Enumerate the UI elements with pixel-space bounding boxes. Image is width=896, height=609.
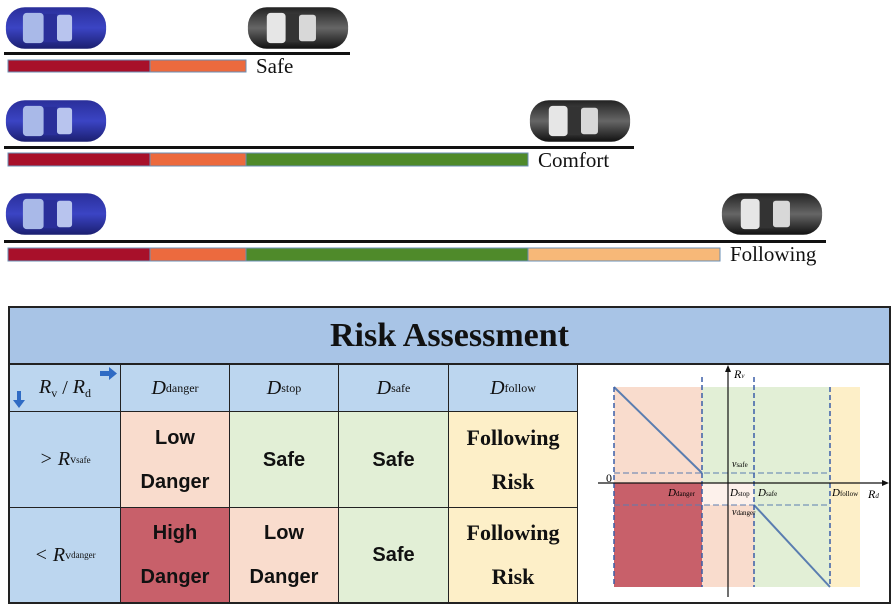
arrow-down-icon: [13, 391, 25, 408]
lead-car-icon: [247, 7, 349, 49]
danger-segment: [7, 59, 151, 73]
road-line: [4, 240, 826, 243]
danger-segment: [7, 152, 151, 167]
lane-label-following: Following: [730, 242, 817, 266]
lane-label-safe: Safe: [256, 54, 294, 78]
road-line: [4, 52, 350, 55]
corner-cell: Rv / Rd: [10, 365, 121, 412]
x-axis-label: Rd: [868, 487, 879, 501]
d-stop-label: Dstop: [730, 487, 750, 499]
cell-safe: Safe: [230, 412, 339, 508]
d-safe-label: Dsafe: [758, 487, 778, 499]
ego-car-icon: [5, 193, 107, 235]
corner-slash: /: [57, 376, 73, 399]
d-follow-label: Dfollow: [832, 487, 859, 499]
lane-safe: [4, 7, 350, 73]
d-danger-label: Ddanger: [668, 487, 695, 499]
safe-segment: [245, 247, 529, 262]
lane-label-comfort: Comfort: [538, 148, 610, 172]
corner-rd: Rd: [72, 375, 91, 400]
follow-segment: [527, 247, 721, 262]
region-high-danger: [614, 483, 702, 587]
diagonal-lower: [753, 504, 831, 588]
lane-comfort: [4, 100, 634, 167]
stop-segment: [149, 59, 247, 73]
region-follow: [830, 387, 860, 587]
origin-label: 0: [606, 471, 612, 485]
v-safe-label: vsafe: [732, 459, 748, 470]
lead-car-icon: [721, 193, 823, 235]
x-axis-arrow-icon: [882, 480, 889, 486]
table-title: Risk Assessment: [10, 308, 889, 365]
region-safe-bottom: [754, 483, 830, 587]
lanes-illustration: [4, 7, 826, 262]
lead-car-icon: [529, 100, 631, 142]
region-low-danger-top: [614, 387, 702, 483]
diagonal-upper: [613, 386, 703, 474]
ego-car-icon: [5, 7, 107, 49]
region-safe-top: [702, 387, 830, 483]
stop-segment: [149, 247, 247, 262]
stop-segment: [149, 152, 247, 167]
v-danger-label: vdanger: [732, 507, 756, 518]
cell-safe: Safe: [339, 412, 449, 508]
y-axis-label: Rv: [734, 367, 745, 381]
y-axis-arrow-icon: [725, 365, 731, 372]
corner-rv: Rv: [39, 375, 58, 400]
arrow-right-icon: [100, 367, 117, 380]
cell-safe: Safe: [339, 508, 449, 602]
safe-segment: [245, 152, 529, 167]
danger-segment: [7, 247, 151, 262]
lane-following: [4, 193, 826, 262]
road-line: [4, 146, 634, 149]
risk-region-diagram: [598, 365, 889, 597]
ego-car-icon: [5, 100, 107, 142]
risk-region-plot: Rv Rd 0 vsafe vdanger Ddanger Dstop Dsaf…: [578, 365, 889, 602]
